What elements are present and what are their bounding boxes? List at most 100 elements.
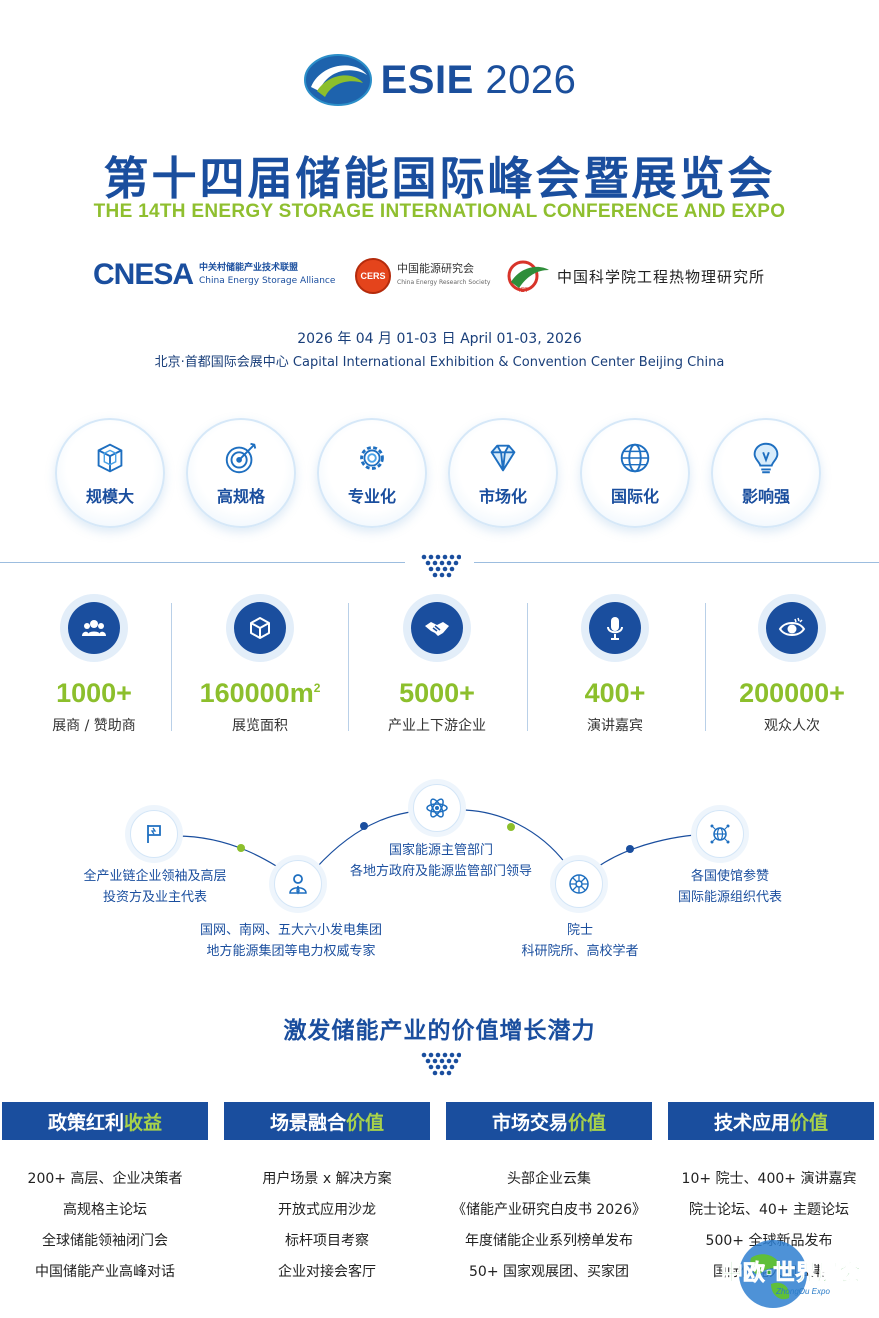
watermark-cn: 中欧·世界展会 (721, 1260, 861, 1286)
stat-speakers: 400+ 演讲嘉宾 (530, 600, 700, 735)
feature-label: 专业化 (347, 487, 396, 506)
list-item: 200+ 高层、企业决策者 (27, 1171, 183, 1187)
audience-government: 国家能源主管部门各地方政府及能源监管部门领导 (349, 843, 532, 879)
feature-scale: 规模大 (55, 418, 165, 528)
cers-cn-name: 中国能源研究会 (397, 262, 474, 275)
list-item: 用户场景 x 解决方案 (262, 1171, 392, 1187)
column-policy: 200+ 高层、企业决策者 高规格主论坛 全球储能领袖闭门会 中国储能产业高峰对… (0, 1164, 215, 1288)
list-item: 头部企业云集 (507, 1171, 591, 1187)
feature-label: 影响强 (741, 487, 790, 506)
stat-label: 产业上下游企业 (388, 718, 486, 734)
stat-value: 160000m2 (199, 678, 321, 708)
audience-grid-experts: 国网、南网、五大六小发电集团地方能源集团等电力权威专家 (199, 923, 382, 959)
divider-dots-icon (421, 554, 462, 580)
stat-label: 展览面积 (232, 718, 288, 734)
watermark-logo: 中欧·世界展会 ZhongOu Expo (711, 1236, 871, 1312)
audience-executives: 全产业链企业领袖及高层投资方及业主代表 (83, 869, 227, 905)
box-icon (234, 602, 286, 654)
stat-exhibitors: 1000+ 展商 / 赞助商 (9, 600, 179, 735)
stat-area: 160000m2 展览面积 (175, 600, 345, 735)
stat-label: 展商 / 赞助商 (52, 718, 136, 734)
list-item: 高规格主论坛 (63, 1202, 147, 1218)
audience-embassies: 各国使馆参赞国际能源组织代表 (677, 869, 782, 905)
atom-icon (413, 784, 461, 832)
tab-policy: 政策红利收益 (2, 1102, 208, 1140)
list-item: 开放式应用沙龙 (278, 1202, 376, 1218)
list-item: 中国储能产业高峰对话 (35, 1264, 175, 1280)
diamond-icon (490, 444, 516, 472)
businessman-icon (274, 860, 322, 908)
title-chinese: 第十四届储能国际峰会暨展览会 (103, 152, 776, 205)
microphone-icon (589, 602, 641, 654)
logo-text: ESIE 2026 (380, 57, 577, 102)
cube-icon (97, 443, 123, 473)
esie-logo-icon (303, 54, 372, 106)
people-icon (68, 602, 120, 654)
event-venue: 北京·首都国际会展中心 Capital International Exhibi… (154, 355, 725, 370)
stat-separator (705, 603, 706, 731)
iet-badge-text: IET (519, 288, 529, 294)
organizer-cers: CERS 中国能源研究会 China Energy Research Socie… (355, 258, 490, 294)
list-item: 企业对接会客厅 (278, 1264, 376, 1280)
list-item: 10+ 院士、400+ 演讲嘉宾 (681, 1171, 857, 1187)
tab-technology: 技术应用价值 (668, 1102, 874, 1140)
gear-icon (360, 446, 384, 470)
cnesa-en-name: China Energy Storage Alliance (199, 276, 336, 286)
esie-logo: ESIE 2026 (0, 50, 879, 110)
stat-separator (348, 603, 349, 731)
network-icon (555, 860, 603, 908)
feature-label: 规模大 (85, 487, 134, 506)
column-market: 头部企业云集 《储能产业研究白皮书 2026》 年度储能企业系列榜单发布 50+… (439, 1164, 659, 1288)
feature-market: 市场化 (448, 418, 558, 528)
tab-market: 市场交易价值 (446, 1102, 652, 1140)
cers-badge-icon: CERS (355, 258, 391, 294)
stat-separator (527, 603, 528, 731)
flag-icon (130, 810, 178, 858)
organizer-cnesa: CNESA 中关村储能产业技术联盟 China Energy Storage A… (93, 258, 335, 292)
target-icon (225, 442, 257, 474)
handshake-icon (411, 602, 463, 654)
stat-value: 5000+ (399, 678, 475, 708)
feature-professional: 专业化 (317, 418, 427, 528)
feature-label: 市场化 (478, 487, 527, 506)
global-network-icon (696, 810, 744, 858)
cnesa-cn-name: 中关村储能产业技术联盟 (199, 263, 299, 273)
stat-unit: 2 (313, 681, 321, 695)
tab-scenario: 场景融合价值 (224, 1102, 430, 1140)
lightbulb-icon (753, 442, 779, 474)
feature-influence: 影响强 (711, 418, 821, 528)
list-item: 标杆项目考察 (285, 1233, 369, 1249)
organizer-iet: IET 中国科学院工程热物理研究所 (505, 258, 765, 294)
value-subtitle: 激发储能产业的价值增长潜力 (283, 1018, 596, 1044)
stat-separator (171, 603, 172, 731)
divider-dots-icon (421, 1052, 462, 1078)
watermark-en: ZhongOu Expo (775, 1287, 830, 1296)
stat-visitors: 200000+ 观众人次 (707, 600, 877, 735)
audience-academics: 院士科研院所、高校学者 (521, 923, 639, 959)
stat-value: 200000+ (739, 678, 845, 708)
eye-icon (766, 602, 818, 654)
feature-level: 高规格 (186, 418, 296, 528)
divider-line (474, 562, 879, 563)
event-date: 2026 年 04 月 01-03 日 April 01-03, 2026 (297, 331, 582, 347)
stat-value: 400+ (584, 678, 646, 708)
cers-en-name: China Energy Research Society (397, 279, 491, 286)
feature-international: 国际化 (580, 418, 690, 528)
column-scenario: 用户场景 x 解决方案 开放式应用沙龙 标杆项目考察 企业对接会客厅 (217, 1164, 437, 1288)
divider-line (0, 562, 405, 563)
list-item: 50+ 国家观展团、买家团 (469, 1264, 629, 1280)
list-item: 全球储能领袖闭门会 (42, 1233, 168, 1249)
list-item: 院士论坛、40+ 主题论坛 (689, 1202, 849, 1218)
iet-logo-icon: IET (507, 260, 549, 294)
list-item: 《储能产业研究白皮书 2026》 (451, 1202, 647, 1218)
feature-label: 高规格 (216, 487, 265, 506)
cnesa-logo-text: CNESA (93, 258, 194, 291)
title-english: THE 14TH ENERGY STORAGE INTERNATIONAL CO… (93, 201, 786, 222)
iet-cn-name: 中国科学院工程热物理研究所 (557, 267, 766, 286)
stat-label: 观众人次 (764, 718, 820, 734)
feature-label: 国际化 (610, 487, 659, 506)
globe-icon (620, 443, 650, 473)
list-item: 年度储能企业系列榜单发布 (465, 1233, 633, 1249)
stat-value: 1000+ (56, 678, 132, 708)
stat-enterprises: 5000+ 产业上下游企业 (352, 600, 522, 735)
